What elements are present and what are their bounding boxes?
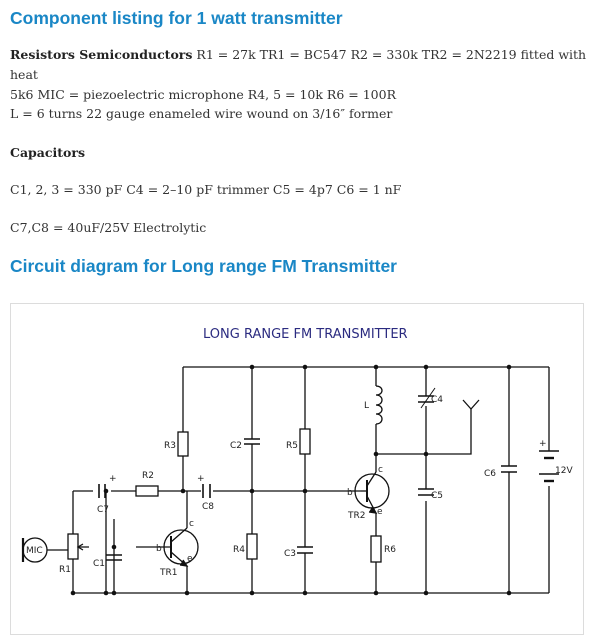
capacitor-c3 — [297, 546, 313, 559]
transistor-tr2 — [354, 471, 390, 514]
label-c5: C5 — [431, 491, 443, 501]
label-r5: R5 — [286, 441, 298, 451]
diagram-title: LONG RANGE FM TRANSMITTER — [203, 327, 408, 342]
label-capacitors: Capacitors — [10, 145, 85, 160]
label-r3: R3 — [164, 441, 176, 451]
resistor-r2 — [135, 485, 159, 497]
resistor-r1 — [67, 533, 79, 560]
label-tr2-base: b — [347, 488, 353, 498]
label-c8-plus: + — [197, 474, 205, 484]
label-resistors-semiconductors: Resistors Semiconductors — [10, 47, 193, 62]
label-battery-plus: + — [539, 439, 547, 449]
label-c2: C2 — [230, 441, 242, 451]
capacitor-c6 — [501, 465, 517, 478]
circuit-wires — [47, 366, 550, 594]
label-r2: R2 — [142, 471, 154, 481]
label-c8: C8 — [202, 502, 214, 512]
paragraph-capacitors-heading: Capacitors — [10, 143, 85, 163]
paragraph-electrolytic: C7,C8 = 40uF/25V Electrolytic — [10, 220, 207, 235]
transistor-tr1 — [163, 527, 199, 567]
heading-component-listing: Component listing for 1 watt transmitter — [10, 8, 343, 28]
label-c7: C7 — [97, 505, 109, 515]
capacitor-c2 — [244, 438, 260, 451]
label-c6: C6 — [484, 469, 496, 479]
capacitor-c4 — [418, 387, 436, 409]
label-r1: R1 — [59, 565, 71, 575]
label-l: L — [364, 401, 369, 411]
battery-12v — [539, 450, 559, 483]
resistor-r3 — [177, 431, 189, 457]
label-tr2-collector: c — [378, 465, 383, 475]
resistor-r6 — [370, 535, 382, 563]
label-tr1-collector: c — [189, 519, 194, 529]
label-mic: MIC — [26, 546, 43, 556]
label-r6: R6 — [384, 545, 396, 555]
junction-dots — [70, 364, 512, 596]
paragraph-inductor: L = 6 turns 22 gauge enameled wire wound… — [10, 106, 393, 121]
label-r4: R4 — [233, 545, 245, 555]
label-battery: 12V — [555, 466, 573, 476]
paragraph-capacitor-values: C1, 2, 3 = 330 pF C4 = 2–10 pF trimmer C… — [10, 182, 402, 197]
paragraph-resistors: Resistors Semiconductors R1 = 27k TR1 = … — [10, 45, 605, 105]
resistor-r5 — [299, 428, 311, 455]
heading-circuit-diagram: Circuit diagram for Long range FM Transm… — [10, 256, 397, 276]
microphone — [21, 537, 48, 563]
circuit-diagram: LONG RANGE FM TRANSMITTER — [21, 327, 573, 596]
label-c3: C3 — [284, 549, 296, 559]
label-tr2: TR2 — [347, 511, 365, 521]
circuit-figure: LONG RANGE FM TRANSMITTER — [10, 303, 584, 635]
label-c1: C1 — [93, 559, 105, 569]
text-resistors-line2: 5k6 MIC = piezoelectric microphone R4, 5… — [10, 87, 396, 102]
label-tr1-emitter: e — [187, 554, 193, 564]
label-c7-plus: + — [109, 474, 117, 484]
capacitor-c1 — [106, 554, 122, 561]
label-c4: C4 — [431, 395, 443, 405]
label-tr1-base: b — [156, 544, 162, 554]
resistor-r4 — [246, 533, 258, 560]
label-tr1: TR1 — [159, 568, 177, 578]
text-resistors-line1: R1 = 27k TR1 = BC547 R2 = 330k TR2 = 2N2… — [10, 47, 587, 82]
capacitor-c8 — [202, 484, 211, 498]
label-tr2-emitter: e — [377, 507, 383, 517]
capacitor-c5 — [418, 488, 434, 496]
inductor-l — [375, 385, 383, 425]
